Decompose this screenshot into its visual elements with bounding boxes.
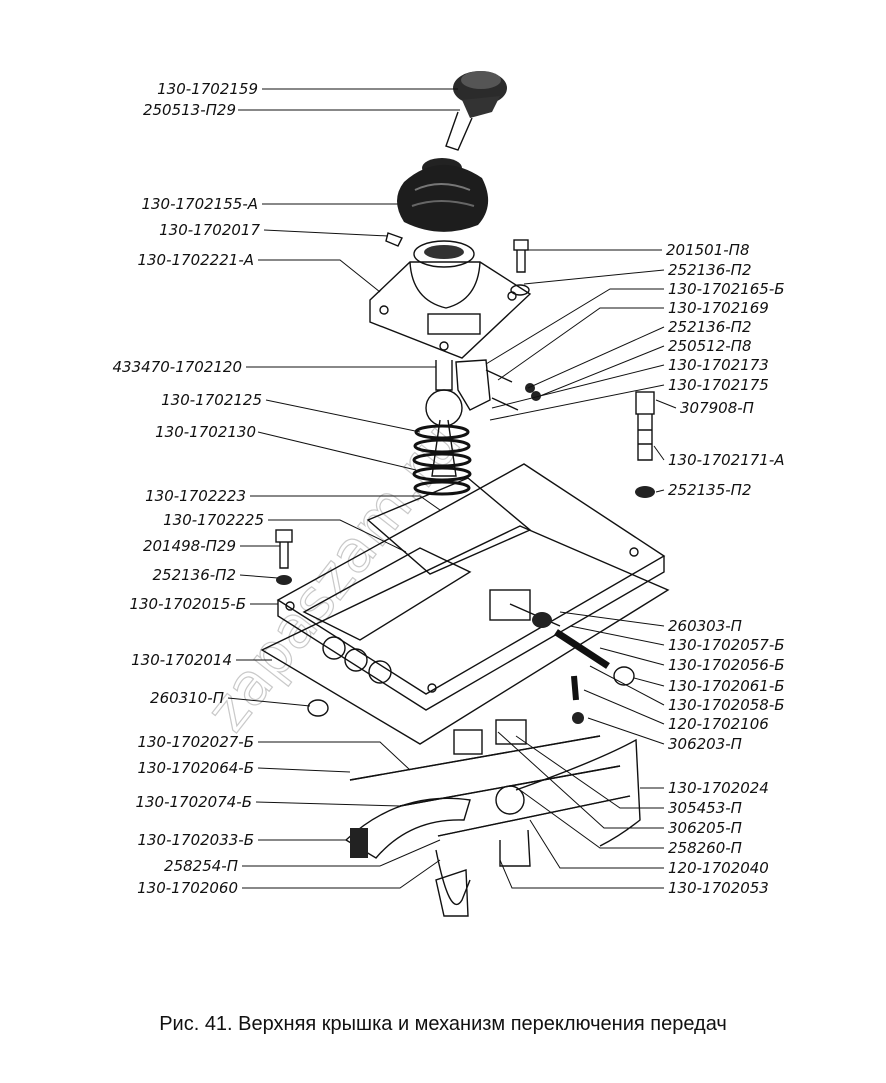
top-cover (276, 463, 666, 711)
leader-lines (227, 88, 677, 889)
part-label: 130-1702027-Б (137, 733, 254, 751)
part-label: 258254-П (164, 857, 238, 875)
part-label: 252135-П2 (668, 481, 752, 499)
part-label: 130-1702125 (161, 391, 262, 409)
rubber-boot (397, 158, 489, 232)
bolt (275, 529, 293, 585)
spring (412, 424, 472, 496)
part-label: 306205-П (668, 819, 742, 837)
part-label: 201501-П8 (666, 241, 750, 259)
part-label: 130-1702159 (157, 80, 258, 98)
part-label: 130-1702165-Б (668, 280, 785, 298)
part-label: 130-1702033-Б (137, 831, 254, 849)
plug (613, 666, 635, 686)
part-label: 130-1702057-Б (668, 636, 785, 654)
part-label: 130-1702060 (137, 879, 238, 897)
part-label: 120-1702040 (668, 859, 769, 877)
part-label: 250513-П29 (143, 101, 236, 119)
screw (385, 232, 403, 247)
part-label: 130-1702074-Б (135, 793, 252, 811)
detent-spring (571, 675, 579, 701)
shift-knob (445, 71, 507, 151)
detent-ball (572, 712, 584, 724)
part-label: 130-1702056-Б (668, 656, 785, 674)
labels-right: 201501-П8 252136-П2 130-1702165-Б 130-17… (666, 241, 785, 897)
part-label: 130-1702221-А (137, 251, 254, 269)
part-label: 433470-1702120 (113, 358, 242, 376)
parts-drawing (260, 71, 670, 917)
part-label: 130-1702171-А (668, 451, 785, 469)
part-label: 130-1702130 (155, 423, 256, 441)
part-label: 258260-П (668, 839, 742, 857)
pin (307, 699, 329, 717)
part-label: 130-1702155-А (141, 195, 258, 213)
part-label: 130-1702015-Б (129, 595, 246, 613)
lever-housing (369, 240, 532, 359)
bolt (510, 239, 530, 296)
part-label: 260310-П (150, 689, 224, 707)
part-label: 305453-П (668, 799, 742, 817)
part-label: 252136-П2 (668, 261, 752, 279)
breather (635, 391, 655, 498)
part-label: 260303-П (668, 617, 742, 635)
part-label: 250512-П8 (668, 337, 752, 355)
part-label: 130-1702017 (159, 221, 260, 239)
labels-left: 130-1702159 250513-П29 130-1702155-А 130… (113, 80, 264, 897)
part-label: 130-1702173 (668, 356, 769, 374)
part-label: 120-1702106 (668, 715, 769, 733)
part-label: 252136-П2 (668, 318, 752, 336)
part-label: 130-1702169 (668, 299, 769, 317)
part-label: 130-1702223 (145, 487, 246, 505)
part-label: 130-1702064-Б (137, 759, 254, 777)
part-label: 130-1702175 (668, 376, 769, 394)
part-label: 130-1702225 (163, 511, 264, 529)
shift-rails (344, 719, 641, 917)
part-label: 130-1702058-Б (668, 696, 785, 714)
part-label: 201498-П29 (143, 537, 236, 555)
lower-gasket (260, 525, 670, 745)
part-label: 306203-П (668, 735, 742, 753)
part-label: 307908-П (680, 399, 754, 417)
part-label: 130-1702053 (668, 879, 769, 897)
part-label: 130-1702014 (131, 651, 232, 669)
part-label: 252136-П2 (153, 566, 237, 584)
lever-shaft (425, 359, 541, 477)
part-label: 130-1702061-Б (668, 677, 785, 695)
figure-caption: Рис. 41. Верхняя крышка и механизм перек… (159, 1013, 727, 1035)
part-label: 130-1702024 (668, 779, 769, 797)
